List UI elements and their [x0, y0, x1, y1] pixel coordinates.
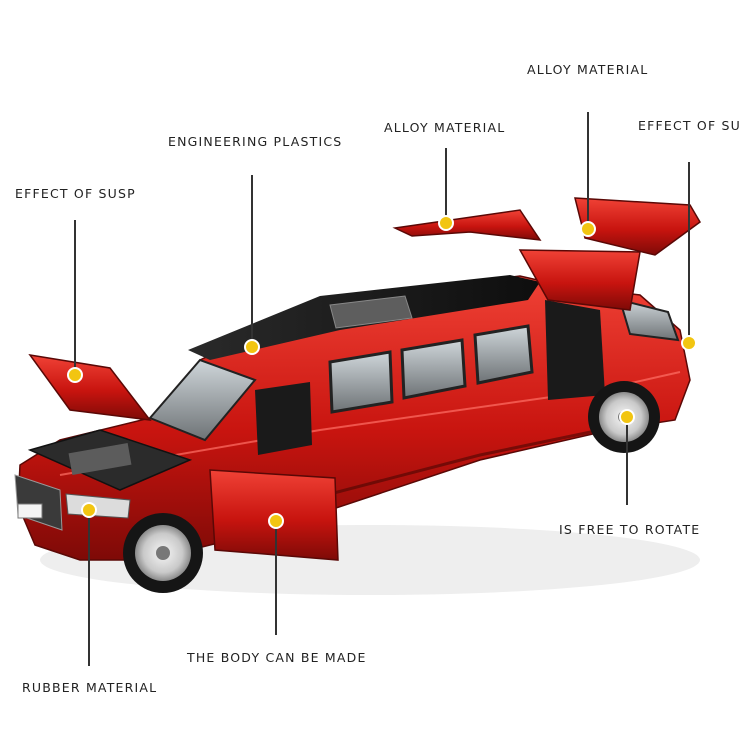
marker-suspension-front [67, 367, 83, 383]
label-rubber-material: RUBBER MATERIAL [22, 680, 158, 695]
side-window-3 [473, 324, 534, 385]
engine-block [68, 442, 132, 476]
label-free-to-rotate: IS FREE TO ROTATE [559, 522, 701, 537]
open-hood [28, 353, 152, 421]
open-rear-door [518, 249, 641, 311]
marker-alloy-tailgate [580, 221, 596, 237]
label-alloy-material-door: ALLOY MATERIAL [384, 120, 506, 135]
marker-rubber [81, 502, 97, 518]
open-middle-door [392, 209, 542, 241]
side-window-1 [328, 350, 394, 414]
front-wheel [123, 513, 203, 593]
marker-alloy-door [438, 215, 454, 231]
windshield [148, 358, 257, 442]
interior-front-seat [255, 382, 312, 455]
rear-window [618, 298, 680, 342]
side-crease [59, 371, 681, 476]
marker-engineering-plastics [244, 339, 260, 355]
interior-seat [545, 300, 605, 400]
label-effect-of-suspension-front: EFFECT OF SUSP [15, 186, 136, 201]
license-plate [17, 503, 43, 519]
side-window-2 [400, 338, 467, 400]
label-effect-of-suspension-rear: EFFECT OF SU [638, 118, 741, 133]
label-body-can-be-made: THE BODY CAN BE MADE [187, 650, 367, 665]
label-alloy-material-top: ALLOY MATERIAL [527, 62, 649, 77]
label-engineering-plastics: ENGINEERING PLASTICS [168, 134, 343, 149]
feature-markers [67, 215, 697, 529]
marker-rotate [619, 409, 635, 425]
marker-body [268, 513, 284, 529]
marker-suspension-rear [681, 335, 697, 351]
leader-lines [74, 112, 690, 666]
sunroof [329, 295, 413, 329]
